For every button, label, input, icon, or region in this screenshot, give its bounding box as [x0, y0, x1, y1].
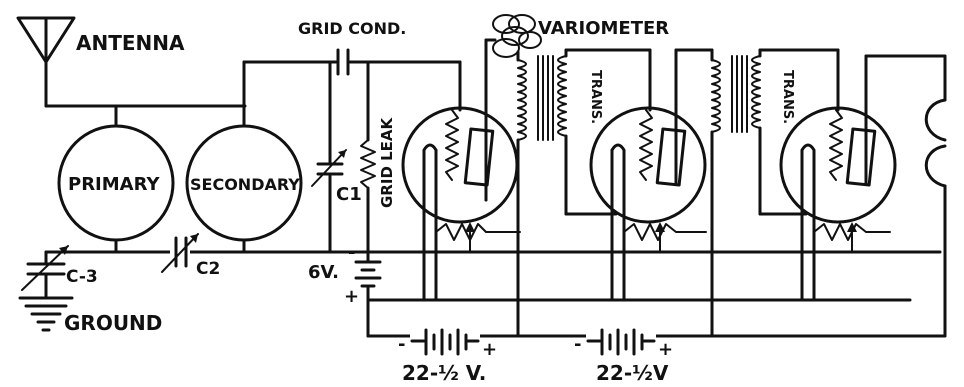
a-battery [354, 260, 382, 288]
b-battery-1-plus: + [482, 339, 497, 360]
b-battery-1 [410, 328, 480, 356]
antenna-symbol [16, 16, 247, 108]
tube-1 [401, 106, 519, 224]
rheostat-3 [813, 222, 891, 253]
ground-label: GROUND [64, 311, 162, 335]
a-battery-minus: - [348, 242, 355, 263]
transformer-2 [711, 55, 761, 133]
grid-condenser [336, 48, 462, 76]
b-battery-2 [586, 328, 656, 356]
rheostat-2 [623, 222, 707, 253]
trans-1-label: TRANS. [588, 70, 603, 124]
tube-2 [589, 106, 707, 224]
variometer-label: VARIOMETER [538, 18, 669, 39]
trans-2-label: TRANS. [780, 70, 795, 124]
tube-3-elements [800, 109, 877, 302]
secondary-label: SECONDARY [190, 175, 300, 194]
primary-label: PRIMARY [68, 174, 160, 195]
c1-variable-condenser [311, 149, 347, 187]
b-battery-2-plus: + [658, 339, 673, 360]
ground-symbol [18, 296, 74, 332]
grid-leak-label: GRID LEAK [378, 116, 396, 208]
b-battery-1-minus: - [398, 334, 405, 355]
a-battery-label: 6V. [308, 262, 339, 283]
b-battery-2-minus: - [574, 334, 581, 355]
c3-variable-condenser [21, 245, 69, 298]
grid-cond-label: GRID COND. [298, 19, 406, 38]
headphones [924, 98, 947, 188]
c2-variable-condenser [161, 233, 199, 273]
tube-3 [779, 106, 897, 224]
b-battery-1-voltage: 22-½ V. [402, 361, 486, 385]
transformer-1 [517, 55, 567, 141]
c1-label: C1 [336, 184, 362, 205]
c3-label: C-3 [66, 267, 98, 287]
rheostat-1 [435, 222, 521, 253]
grid-leak-resistor [360, 139, 376, 189]
tube-2-elements [610, 109, 687, 302]
a-battery-plus: + [344, 286, 359, 307]
c2-label: C2 [196, 259, 220, 279]
variometer [492, 14, 542, 58]
tube-1-elements [422, 60, 495, 302]
b-battery-2-voltage: 22-½V [596, 361, 669, 385]
antenna-label: ANTENNA [76, 31, 185, 55]
